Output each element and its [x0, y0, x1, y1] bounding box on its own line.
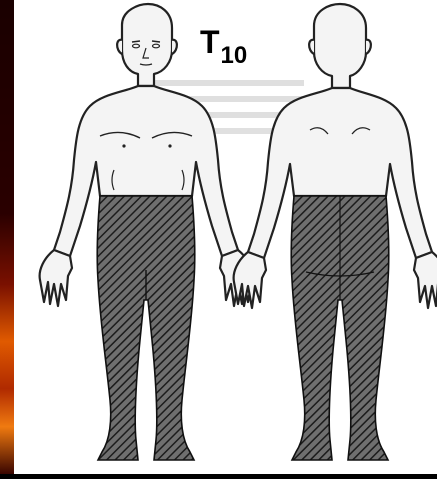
- front-shaded-region: [97, 196, 195, 460]
- slide-color-strip: [0, 0, 14, 474]
- dermatome-label-main: T: [200, 24, 220, 60]
- back-head: [314, 4, 366, 88]
- dermatome-diagram: [14, 0, 437, 474]
- front-head: [122, 4, 172, 86]
- front-body-figure: [40, 4, 253, 460]
- back-body-figure: [234, 4, 437, 460]
- front-left-hand: [40, 250, 72, 306]
- dermatome-label: T10: [200, 26, 247, 58]
- back-right-hand: [414, 252, 437, 308]
- dermatome-label-sub: 10: [221, 42, 248, 69]
- dermatome-figure-panel: T10: [14, 0, 437, 474]
